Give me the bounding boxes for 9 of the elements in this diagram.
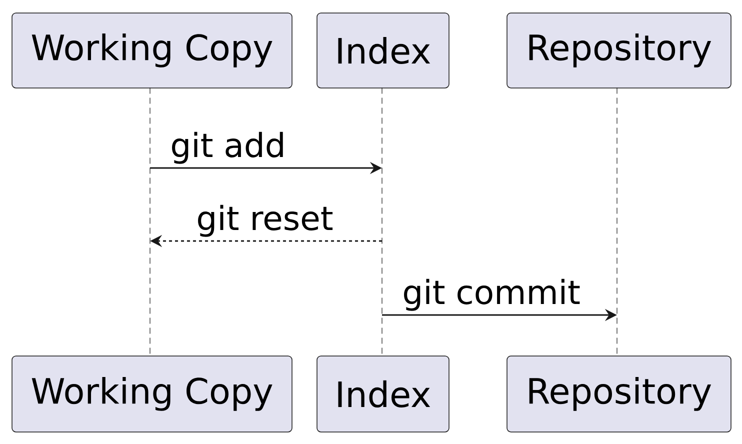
participant-box: Repository (506, 12, 732, 88)
message-label: git commit (404, 278, 580, 311)
participant-box: Working Copy (12, 12, 292, 88)
message-label: git add (172, 132, 283, 164)
participant-box: Repository (506, 356, 732, 432)
message-label: git reset (198, 204, 333, 237)
participant-box: Index (316, 12, 450, 88)
participant-box: Working Copy (12, 356, 292, 432)
participant-box: Index (316, 356, 450, 432)
